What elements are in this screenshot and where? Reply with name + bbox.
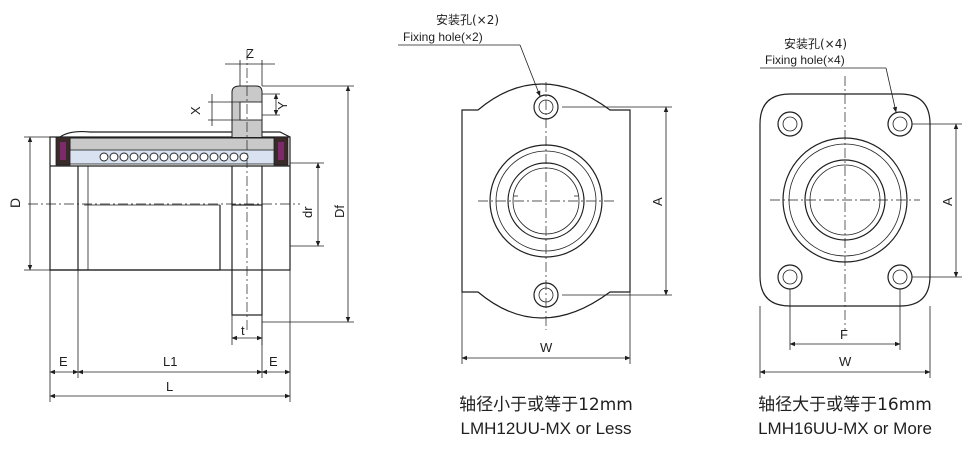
- caption-cn-right: 轴径大于或等于16mm: [758, 395, 932, 415]
- flange-outline-2-hole: [461, 83, 631, 319]
- flange-view-2-hole: 安装孔(×2) Fixing hole(×2) A W 轴径小于或等于12mm …: [398, 12, 672, 438]
- dim-E-left-label: E: [59, 354, 68, 369]
- hole-label-cn-4: 安装孔(×4): [784, 36, 847, 51]
- dim-E-right-label: E: [269, 354, 278, 369]
- dim-W-label-left: W: [540, 340, 553, 355]
- fixing-hole-tl: [777, 111, 803, 137]
- side-view: D Z X Y dr Df t E: [7, 46, 354, 402]
- dim-dr-label: dr: [300, 206, 315, 218]
- hole-label-cn-2: 安装孔(×2): [436, 12, 499, 27]
- fixing-hole-br: [887, 264, 913, 290]
- caption-cn-left: 轴径小于或等于12mm: [459, 395, 633, 415]
- caption-en-left: LMH12UU-MX or Less: [461, 419, 632, 438]
- dim-Y-label: Y: [275, 101, 290, 110]
- dim-A-label-left: A: [650, 197, 665, 206]
- fixing-hole-tr: [887, 111, 913, 137]
- dim-X-label: X: [188, 106, 203, 115]
- dim-t-label: t: [241, 323, 245, 338]
- dim-L1-label: L1: [163, 354, 177, 369]
- dim-F-label: F: [840, 327, 848, 342]
- dim-D-label: D: [7, 198, 23, 208]
- dim-W-label-right: W: [839, 354, 852, 369]
- ball-row: [99, 152, 249, 162]
- dim-Z-label: Z: [246, 46, 254, 61]
- dim-Df-label: Df: [332, 205, 347, 218]
- dim-A-label-right: A: [940, 197, 955, 206]
- caption-en-right: LMH16UU-MX or More: [758, 419, 932, 438]
- flange-view-4-hole: 安装孔(×4) Fixing hole(×4) A F W 轴径大于或等于16m…: [758, 36, 962, 438]
- fixing-hole-bl: [777, 264, 803, 290]
- hole-label-en-2: Fixing hole(×2): [403, 30, 483, 44]
- dim-L-label: L: [166, 379, 173, 394]
- hole-label-en-4: Fixing hole(×4): [765, 53, 845, 67]
